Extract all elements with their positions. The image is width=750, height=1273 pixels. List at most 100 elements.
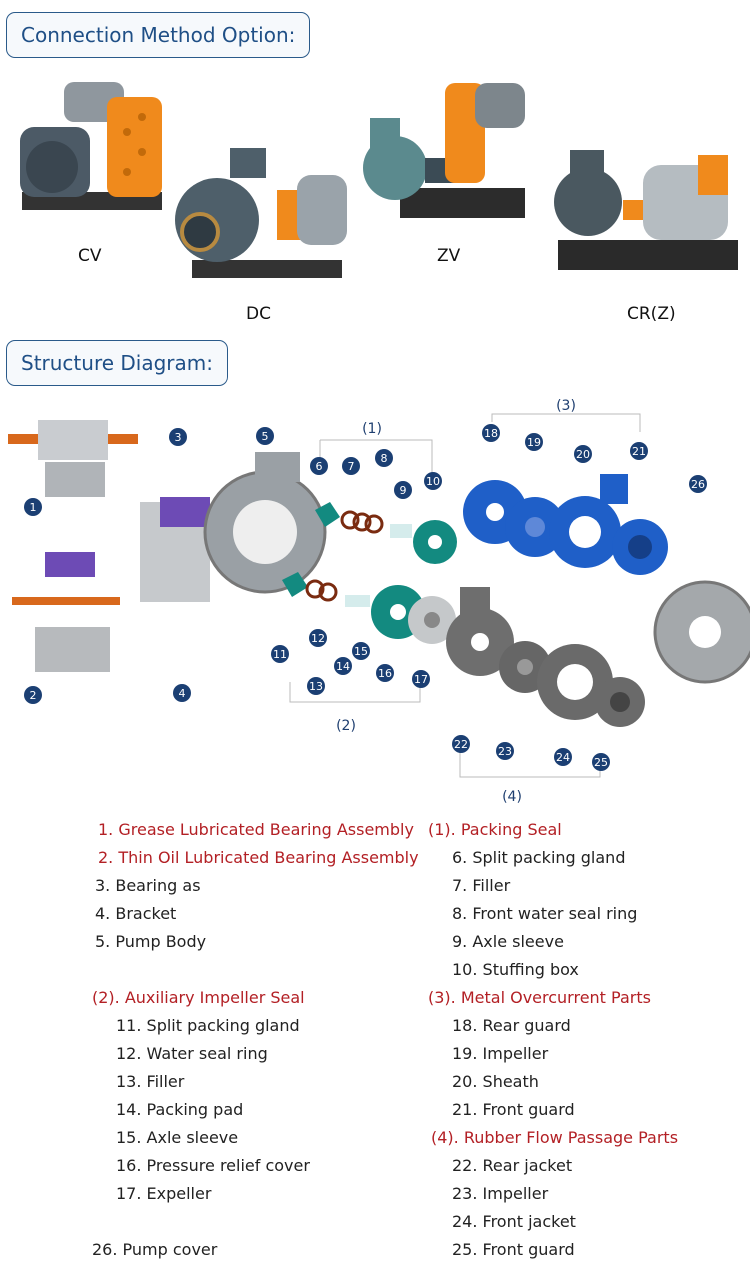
callout-26-badge <box>689 475 707 493</box>
legend-left-item-14: 26. Pump cover <box>92 1240 218 1259</box>
group-label-3: (3) <box>556 398 576 414</box>
callout-6: 6 <box>316 460 323 473</box>
caption-dc: DC <box>246 304 271 324</box>
structure-diagram-heading: Structure Diagram: <box>6 340 229 386</box>
caption-zv: ZV <box>437 246 461 266</box>
legend-left-item-7: 11. Split packing gland <box>116 1016 300 1035</box>
callout-21-badge <box>630 442 648 460</box>
legend-right-item-9: 19. Impeller <box>452 1044 549 1063</box>
callout-20: 20 <box>576 448 590 461</box>
part-packing-seal <box>282 502 457 644</box>
callout-15: 15 <box>354 645 368 658</box>
group-label-1: (1) <box>362 421 382 437</box>
legend-right-item-8: 18. Rear guard <box>452 1016 571 1035</box>
legend-right-item-6: 10. Stuffing box <box>452 960 579 979</box>
part-metal-overcurrent <box>463 474 668 575</box>
legend-right-item-2: 6. Split packing gland <box>452 848 626 867</box>
callout-4: 4 <box>179 687 186 700</box>
callout-25: 25 <box>594 756 608 769</box>
legend-right-item-16: 25. Front guard <box>452 1240 575 1259</box>
callout-8-badge <box>375 449 393 467</box>
callout-17: 17 <box>414 673 428 686</box>
legend-right-item-11: 21. Front guard <box>452 1100 575 1119</box>
callout-3: 3 <box>175 431 182 444</box>
legend-left-item-3: 3. Bearing as <box>95 876 201 895</box>
group-label-4: (4) <box>502 789 522 805</box>
callout-9: 9 <box>400 484 407 497</box>
callout-22-badge <box>452 735 470 753</box>
pump-photo-cv <box>20 82 162 210</box>
callout-23: 23 <box>498 745 512 758</box>
part-pump-body <box>140 452 327 602</box>
callout-11-badge <box>271 645 289 663</box>
legend-right-item-14: 23. Impeller <box>452 1184 549 1203</box>
callout-13: 13 <box>309 680 323 693</box>
caption-cv: CV <box>78 246 102 266</box>
callout-7-badge <box>342 457 360 475</box>
callout-9-badge <box>394 481 412 499</box>
legend-right-item-3: 7. Filler <box>452 876 511 895</box>
callout-19-badge <box>525 433 543 451</box>
callout-18: 18 <box>484 427 498 440</box>
callout-11: 11 <box>273 648 287 661</box>
legend-right-item-13: 22. Rear jacket <box>452 1156 573 1175</box>
callout-5-badge <box>256 427 274 445</box>
callout-15-badge <box>352 642 370 660</box>
legend-left-item-5: 5. Pump Body <box>95 932 207 951</box>
callout-16-badge <box>376 664 394 682</box>
callout-17-badge <box>412 670 430 688</box>
legend-right-item-15: 24. Front jacket <box>452 1212 576 1231</box>
part-rubber-flow <box>446 587 645 727</box>
legend-left-item-11: 15. Axle sleeve <box>116 1128 239 1147</box>
legend-left-item-9: 13. Filler <box>116 1072 185 1091</box>
legend-left-item-2: 2. Thin Oil Lubricated Bearing Assembly <box>98 848 419 867</box>
callout-12: 12 <box>311 632 325 645</box>
callout-24-badge <box>554 748 572 766</box>
callout-25-badge <box>592 753 610 771</box>
callout-1-badge <box>24 498 42 516</box>
callout-24: 24 <box>556 751 570 764</box>
legend-left-item-8: 12. Water seal ring <box>116 1044 268 1063</box>
callout-10-badge <box>424 472 442 490</box>
legend-left-item-10: 14. Packing pad <box>116 1100 244 1119</box>
legend-right-item-5: 9. Axle sleeve <box>452 932 564 951</box>
legend-left-item-6: (2). Auxiliary Impeller Seal <box>92 988 305 1007</box>
pump-photo-zv <box>363 83 525 218</box>
callout-14-badge <box>334 657 352 675</box>
legend-right-item-10: 20. Sheath <box>452 1072 539 1091</box>
callout-2-badge <box>24 686 42 704</box>
legend-right-item-7: (3). Metal Overcurrent Parts <box>428 988 651 1007</box>
callout-21: 21 <box>632 445 646 458</box>
callout-2: 2 <box>30 689 37 702</box>
legend-left-item-13: 17. Expeller <box>116 1184 212 1203</box>
callout-8: 8 <box>381 452 388 465</box>
part-thin-oil-bearing <box>12 552 120 672</box>
legend-right-item-12: (4). Rubber Flow Passage Parts <box>431 1128 679 1147</box>
connection-method-heading: Connection Method Option: <box>6 12 311 58</box>
callout-23-badge <box>496 742 514 760</box>
legend-left-item-4: 4. Bracket <box>95 904 177 923</box>
part-pump-cover <box>653 580 750 684</box>
callout-1: 1 <box>30 501 37 514</box>
pump-photo-dc <box>175 148 347 278</box>
callout-26: 26 <box>691 478 705 491</box>
callout-7: 7 <box>348 460 355 473</box>
callout-4-badge <box>173 684 191 702</box>
callout-5: 5 <box>262 430 269 443</box>
pump-photo-crz <box>554 150 738 270</box>
callout-18-badge <box>482 424 500 442</box>
callout-3-badge <box>169 428 187 446</box>
callout-12-badge <box>309 629 327 647</box>
callout-10: 10 <box>426 475 440 488</box>
callout-22: 22 <box>454 738 468 751</box>
legend-left-item-1: 1. Grease Lubricated Bearing Assembly <box>98 820 414 839</box>
callout-6-badge <box>310 457 328 475</box>
group-label-2: (2) <box>336 718 356 734</box>
part-bearing-assembly <box>8 420 138 497</box>
callout-19: 19 <box>527 436 541 449</box>
callout-14: 14 <box>336 660 350 673</box>
legend-left-item-12: 16. Pressure relief cover <box>116 1156 310 1175</box>
caption-crz: CR(Z) <box>627 304 676 324</box>
legend-right-item-4: 8. Front water seal ring <box>452 904 638 923</box>
